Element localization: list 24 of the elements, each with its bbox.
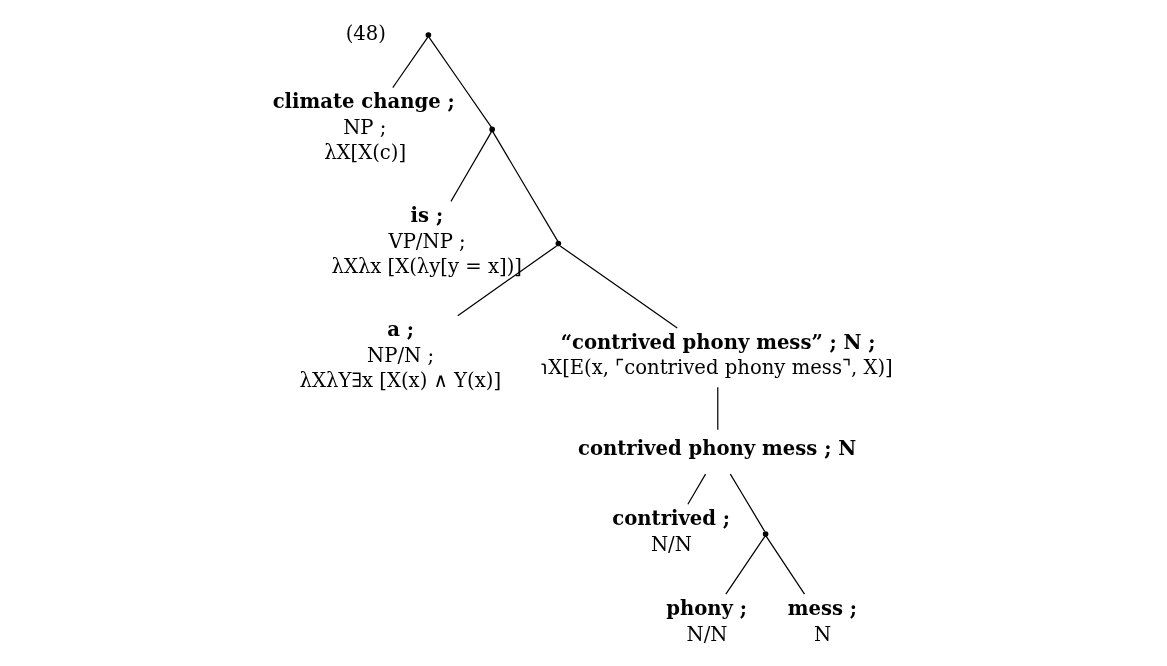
connector (392, 36, 429, 89)
node-text: a ; NP/N ; λXλY∃x [X(x) ∧ Y(x)] (299, 318, 502, 392)
node-text: contrived ; N/N (612, 507, 731, 557)
label: (48) (345, 21, 386, 45)
connector (717, 386, 719, 431)
connector (765, 535, 806, 595)
node-text: climate change ; NP ; λX[X(c)] (272, 90, 455, 164)
connector (492, 131, 559, 242)
connector (725, 535, 766, 595)
node-text: “contrived phony mess” ; N ; ℩X[E(x, ⌜contrived phony mess⌝, X)] (541, 330, 893, 380)
connector (687, 473, 707, 505)
node-point (762, 531, 769, 537)
connector (450, 131, 493, 202)
node-point (555, 240, 562, 247)
connector (428, 36, 493, 128)
node-text: mess ; N (787, 596, 858, 646)
node-point (489, 126, 495, 133)
node-text: contrived phony mess ; N (577, 437, 857, 461)
node-text: phony ; N/N (666, 596, 748, 646)
connector (457, 245, 558, 317)
node-text: is ; VP/NP ; λXλx [X(λy[y = x])] (331, 204, 523, 278)
connector (729, 473, 766, 532)
node-point (425, 32, 432, 38)
connector (559, 245, 678, 329)
